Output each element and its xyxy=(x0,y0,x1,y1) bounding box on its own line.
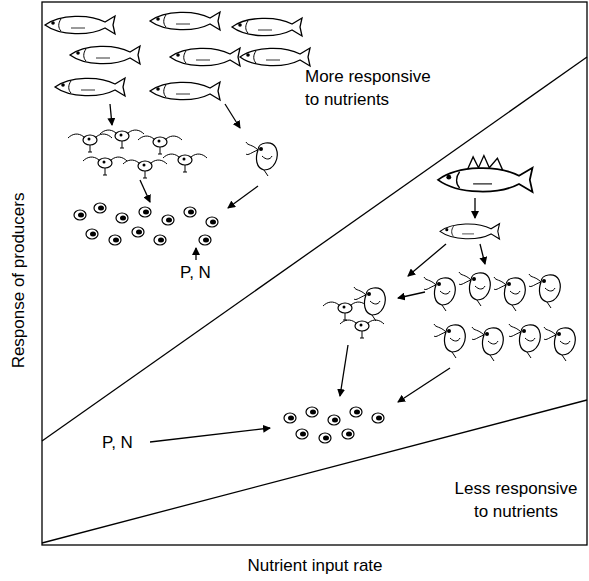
nutrient-label: P, N xyxy=(102,432,133,455)
region-label: Less responsive to nutrients xyxy=(448,478,584,524)
axis-title: Nutrient input rate xyxy=(247,555,382,578)
region-label: More responsive to nutrients xyxy=(305,66,447,112)
nutrient-label: P, N xyxy=(180,262,211,285)
axis-title: Response of producers xyxy=(9,192,32,368)
